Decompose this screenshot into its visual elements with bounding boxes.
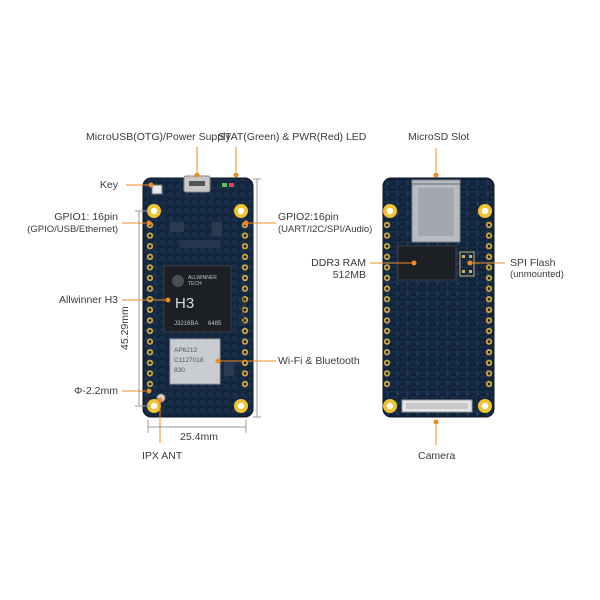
mounting-hole (234, 399, 248, 413)
microsd-slot (411, 179, 461, 243)
spi-flash-footprint (459, 251, 475, 277)
label-gpio1-line1: GPIO1: 16pin (54, 211, 118, 223)
label-ddr-line2: 512MB (332, 269, 366, 281)
label-microsd: MicroSD Slot (408, 131, 470, 143)
label-spi-line2: (unmounted) (510, 269, 564, 280)
label-dim-254: 25.4mm (180, 431, 218, 443)
wifi-module-line2: C1127018 (174, 357, 204, 364)
wifi-bt-module: AP6212 C1127018 830 (169, 338, 221, 385)
wifi-module-line1: AP6212 (174, 347, 198, 354)
key-button (151, 184, 163, 195)
mounting-hole (478, 399, 492, 413)
gpio-pin-row-back-right (485, 221, 493, 388)
board-back: ​ (382, 177, 495, 418)
label-gpio2-line1: GPIO2:16pin (278, 211, 339, 223)
led (222, 183, 227, 187)
mounting-hole (147, 399, 161, 413)
label-microusb: MicroUSB(OTG)/Power Supply (86, 131, 231, 143)
label-key: Key (99, 179, 118, 191)
label-camera: Camera (418, 450, 456, 462)
label-stat-led: STAT(Green) & PWR(Red) LED (218, 131, 367, 143)
gpio2-pin-row (241, 221, 249, 388)
label-phi: Φ-2.2mm (74, 385, 118, 397)
gpio1-pin-row (146, 221, 154, 388)
chip-code2: 6485 (208, 321, 222, 327)
label-dim-4529: 45.29mm (119, 306, 131, 350)
mounting-hole (383, 399, 397, 413)
allwinner-h3-chip: ALLWINNER TECH H3 J3216BA 6485 (163, 265, 232, 333)
chip-code1: J3216BA (174, 321, 198, 327)
wifi-module-line3: 830 (174, 367, 185, 374)
camera-connector (401, 399, 473, 413)
leader-lines (122, 147, 505, 445)
mounting-hole (478, 204, 492, 218)
board-front: ALLWINNER TECH H3 J3216BA 6485 AP6212 C1… (142, 175, 254, 418)
label-ipx: IPX ANT (142, 450, 183, 462)
mounting-hole (147, 204, 161, 218)
chip-brand-line1: ALLWINNER (188, 275, 217, 281)
gpio-pin-row-back-left (383, 221, 391, 388)
label-dim-55: 55mm (236, 297, 248, 327)
mounting-hole (234, 204, 248, 218)
label-ddr-line1: DDR3 RAM (311, 257, 366, 269)
label-wifi: Wi-Fi & Bluetooth (278, 355, 360, 367)
label-gpio2-line2: (UART/I2C/SPI/Audio) (278, 224, 373, 235)
chip-brand-line2: TECH (188, 281, 202, 287)
label-gpio1-line2: (GPIO/USB/Ethernet) (27, 224, 118, 235)
mounting-hole (383, 204, 397, 218)
chip-model: H3 (175, 295, 194, 312)
led (229, 183, 234, 187)
label-spi-line1: SPI Flash (510, 257, 556, 269)
label-allwinner: Allwinner H3 (59, 294, 118, 306)
dimension-lines (135, 178, 261, 433)
